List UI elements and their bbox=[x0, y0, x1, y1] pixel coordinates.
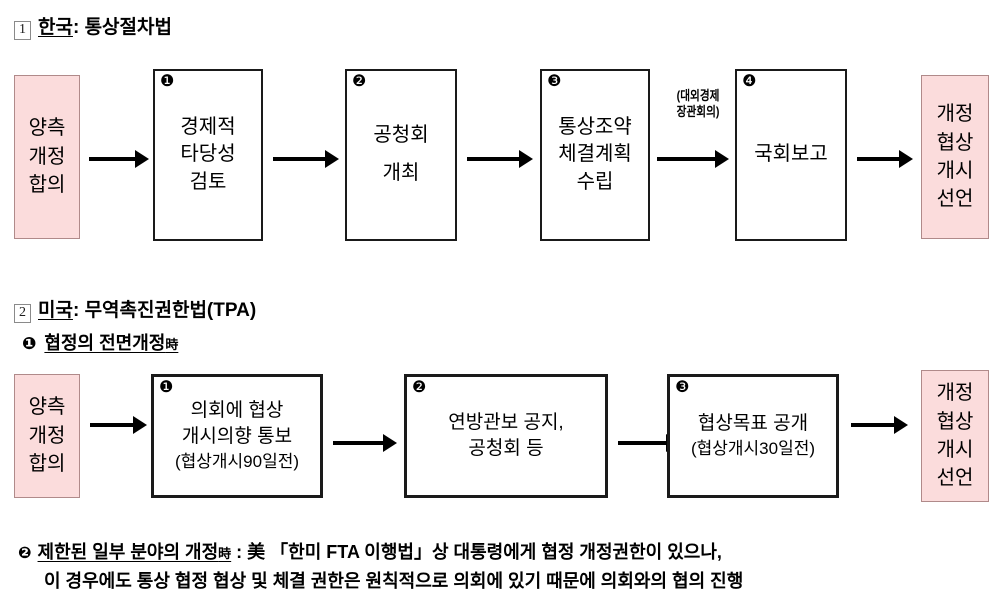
flow1-step-3-box: ❸ 통상조약 체결계획 수립 bbox=[540, 69, 650, 241]
flow1-step-4-badge: ❹ bbox=[742, 73, 757, 90]
arrow-shaft bbox=[90, 423, 133, 427]
flow1-start-line-1: 개정 bbox=[28, 145, 66, 168]
flow2-end-line-1: 협상 bbox=[936, 410, 974, 433]
flow1-annotation: (대외경제 장관회의) bbox=[655, 88, 741, 121]
flow1-step-1-line-2: 검토 bbox=[189, 170, 227, 193]
flow2-step-3-line-1: (협상개시30일전) bbox=[690, 439, 816, 459]
flow1-arrow-1 bbox=[273, 150, 339, 168]
flow1-end-line-0: 개정 bbox=[936, 103, 974, 126]
flow1-step-3-line-1: 체결계획 bbox=[558, 143, 632, 166]
flow2-step-1-line-0: 의회에 협상 bbox=[190, 400, 284, 422]
subsection-2-hanja: 時 bbox=[218, 546, 232, 561]
flow1-step-2-box: ❷ 공청회 개최 bbox=[345, 69, 457, 241]
section-1-marker: 1 bbox=[14, 21, 31, 40]
flow2-end-box: 개정 협상 개시 선언 bbox=[921, 370, 989, 502]
flow2-step-2-badge: ❷ bbox=[412, 379, 427, 396]
flow2-arrow-1 bbox=[333, 434, 397, 452]
section-2-title-rest: : 무역촉진권한법(TPA) bbox=[72, 300, 257, 321]
flow1-step-3-line-2: 수립 bbox=[576, 170, 614, 193]
flow2-step-1-box: ❶ 의회에 협상 개시의향 통보 (협상개시90일전) bbox=[151, 374, 323, 498]
section-2-marker: 2 bbox=[14, 304, 31, 323]
flow1-annotation-line-2: 장관회의) bbox=[676, 104, 720, 120]
flow1-step-3-line-0: 통상조약 bbox=[558, 115, 632, 138]
flow1-step-2-line-2: 개최 bbox=[382, 162, 420, 184]
flow1-step-3-badge: ❸ bbox=[547, 73, 562, 90]
arrow-shaft bbox=[89, 157, 135, 161]
flow1-step-4-line-0: 국회보고 bbox=[754, 143, 828, 166]
flow1-end-line-3: 선언 bbox=[936, 188, 974, 211]
arrow-shaft bbox=[467, 157, 519, 161]
flow2-start-line-2: 합의 bbox=[28, 453, 66, 476]
flow1-step-1-badge: ❶ bbox=[160, 73, 175, 90]
flow1-arrow-4 bbox=[857, 150, 913, 168]
subsection-1-bullet: ❶ bbox=[22, 334, 37, 353]
section-1-title-underlined: 한국 bbox=[38, 17, 73, 38]
section-1-heading: 1 한국 : 통상절차법 bbox=[14, 12, 172, 40]
arrow-head-icon bbox=[519, 150, 533, 168]
subsection-2-paragraph: ❷ 제한된 일부 분야의 개정時 : 美 「한미 FTA 이행법」상 대통령에게 … bbox=[18, 538, 743, 596]
arrow-head-icon bbox=[325, 150, 339, 168]
flow1-arrow-2 bbox=[467, 150, 533, 168]
subsection-1-heading: ❶ 협정의 전면개정 時 bbox=[22, 329, 178, 355]
flow2-end-line-3: 선언 bbox=[936, 467, 974, 490]
subsection-2-bullet: ❷ bbox=[18, 545, 32, 562]
subsection-2-line-1: ❷ 제한된 일부 분야의 개정時 : 美 「한미 FTA 이행법」상 대통령에게 … bbox=[18, 538, 743, 567]
flow1-annotation-line-1: (대외경제 bbox=[676, 88, 720, 103]
flow2-step-2-line-1: 공청회 등 bbox=[468, 438, 544, 459]
arrow-shaft bbox=[851, 423, 894, 427]
flow2-step-1-line-2: (협상개시90일전) bbox=[174, 452, 300, 472]
flow2-step-1-badge: ❶ bbox=[159, 379, 174, 396]
flow2-step-3-line-0: 협상목표 공개 bbox=[697, 413, 809, 435]
flow1-step-4-box: ❹ 국회보고 bbox=[735, 69, 847, 241]
flow2-end-line-2: 개시 bbox=[936, 439, 974, 461]
flow1-start-line-2: 합의 bbox=[28, 174, 66, 197]
flow2-step-2-box: ❷ 연방관보 공지, 공청회 등 bbox=[404, 374, 608, 498]
subsection-1-hanja: 時 bbox=[165, 337, 179, 352]
flow1-start-line-0: 양측 bbox=[28, 117, 66, 140]
flow2-arrow-0 bbox=[90, 416, 147, 434]
flow2-step-1-line-1: 개시의향 통보 bbox=[181, 426, 293, 448]
arrow-shaft bbox=[857, 157, 899, 161]
flow1-end-line-1: 협상 bbox=[936, 131, 974, 154]
flow2-start-line-1: 개정 bbox=[28, 424, 66, 447]
arrow-shaft bbox=[273, 157, 325, 161]
flow2-arrow-3 bbox=[851, 416, 908, 434]
flow1-step-2-line-0: 공청회 bbox=[373, 124, 429, 147]
flow2-start-box: 양측 개정 합의 bbox=[14, 374, 80, 498]
arrow-head-icon bbox=[894, 416, 908, 434]
subsection-2-rest-line-1: : 美 「한미 FTA 이행법」상 대통령에게 협정 개정권한이 있으나, bbox=[231, 542, 722, 562]
section-2-title-underlined: 미국 bbox=[38, 300, 73, 321]
arrow-shaft bbox=[333, 441, 383, 445]
arrow-head-icon bbox=[899, 150, 913, 168]
section-2-heading: 2 미국 : 무역촉진권한법(TPA) bbox=[14, 295, 256, 323]
arrow-shaft bbox=[618, 441, 666, 445]
flow2-end-line-0: 개정 bbox=[936, 382, 974, 405]
arrow-head-icon bbox=[133, 416, 147, 434]
flow1-start-box: 양측 개정 합의 bbox=[14, 75, 80, 239]
flow1-end-box: 개정 협상 개시 선언 bbox=[921, 75, 989, 239]
arrow-head-icon bbox=[135, 150, 149, 168]
flow1-step-1-line-1: 타당성 bbox=[180, 143, 236, 166]
flow2-step-2-line-0: 연방관보 공지, bbox=[448, 411, 564, 433]
section-1-title-rest: : 통상절차법 bbox=[72, 17, 172, 38]
flow1-end-line-2: 개시 bbox=[936, 160, 974, 182]
flow2-step-3-box: ❸ 협상목표 공개 (협상개시30일전) bbox=[667, 374, 839, 498]
arrow-head-icon bbox=[383, 434, 397, 452]
flow1-arrow-3 bbox=[657, 150, 729, 168]
subsection-1-label: 협정의 전면개정 bbox=[44, 333, 166, 353]
subsection-2-line-2: 이 경우에도 통상 협정 협상 및 체결 권한은 원칙적으로 의회에 있기 때문… bbox=[44, 571, 744, 592]
flow1-step-1-box: ❶ 경제적 타당성 검토 bbox=[153, 69, 263, 241]
subsection-2-underlined: 제한된 일부 분야의 개정 bbox=[37, 542, 219, 562]
flow1-arrow-0 bbox=[89, 150, 149, 168]
flow1-step-1-line-0: 경제적 bbox=[180, 115, 236, 138]
flow2-start-line-0: 양측 bbox=[28, 396, 66, 419]
arrow-shaft bbox=[657, 157, 715, 161]
arrow-head-icon bbox=[715, 150, 729, 168]
flow1-step-2-badge: ❷ bbox=[352, 73, 367, 90]
flow2-step-3-badge: ❸ bbox=[675, 379, 690, 396]
